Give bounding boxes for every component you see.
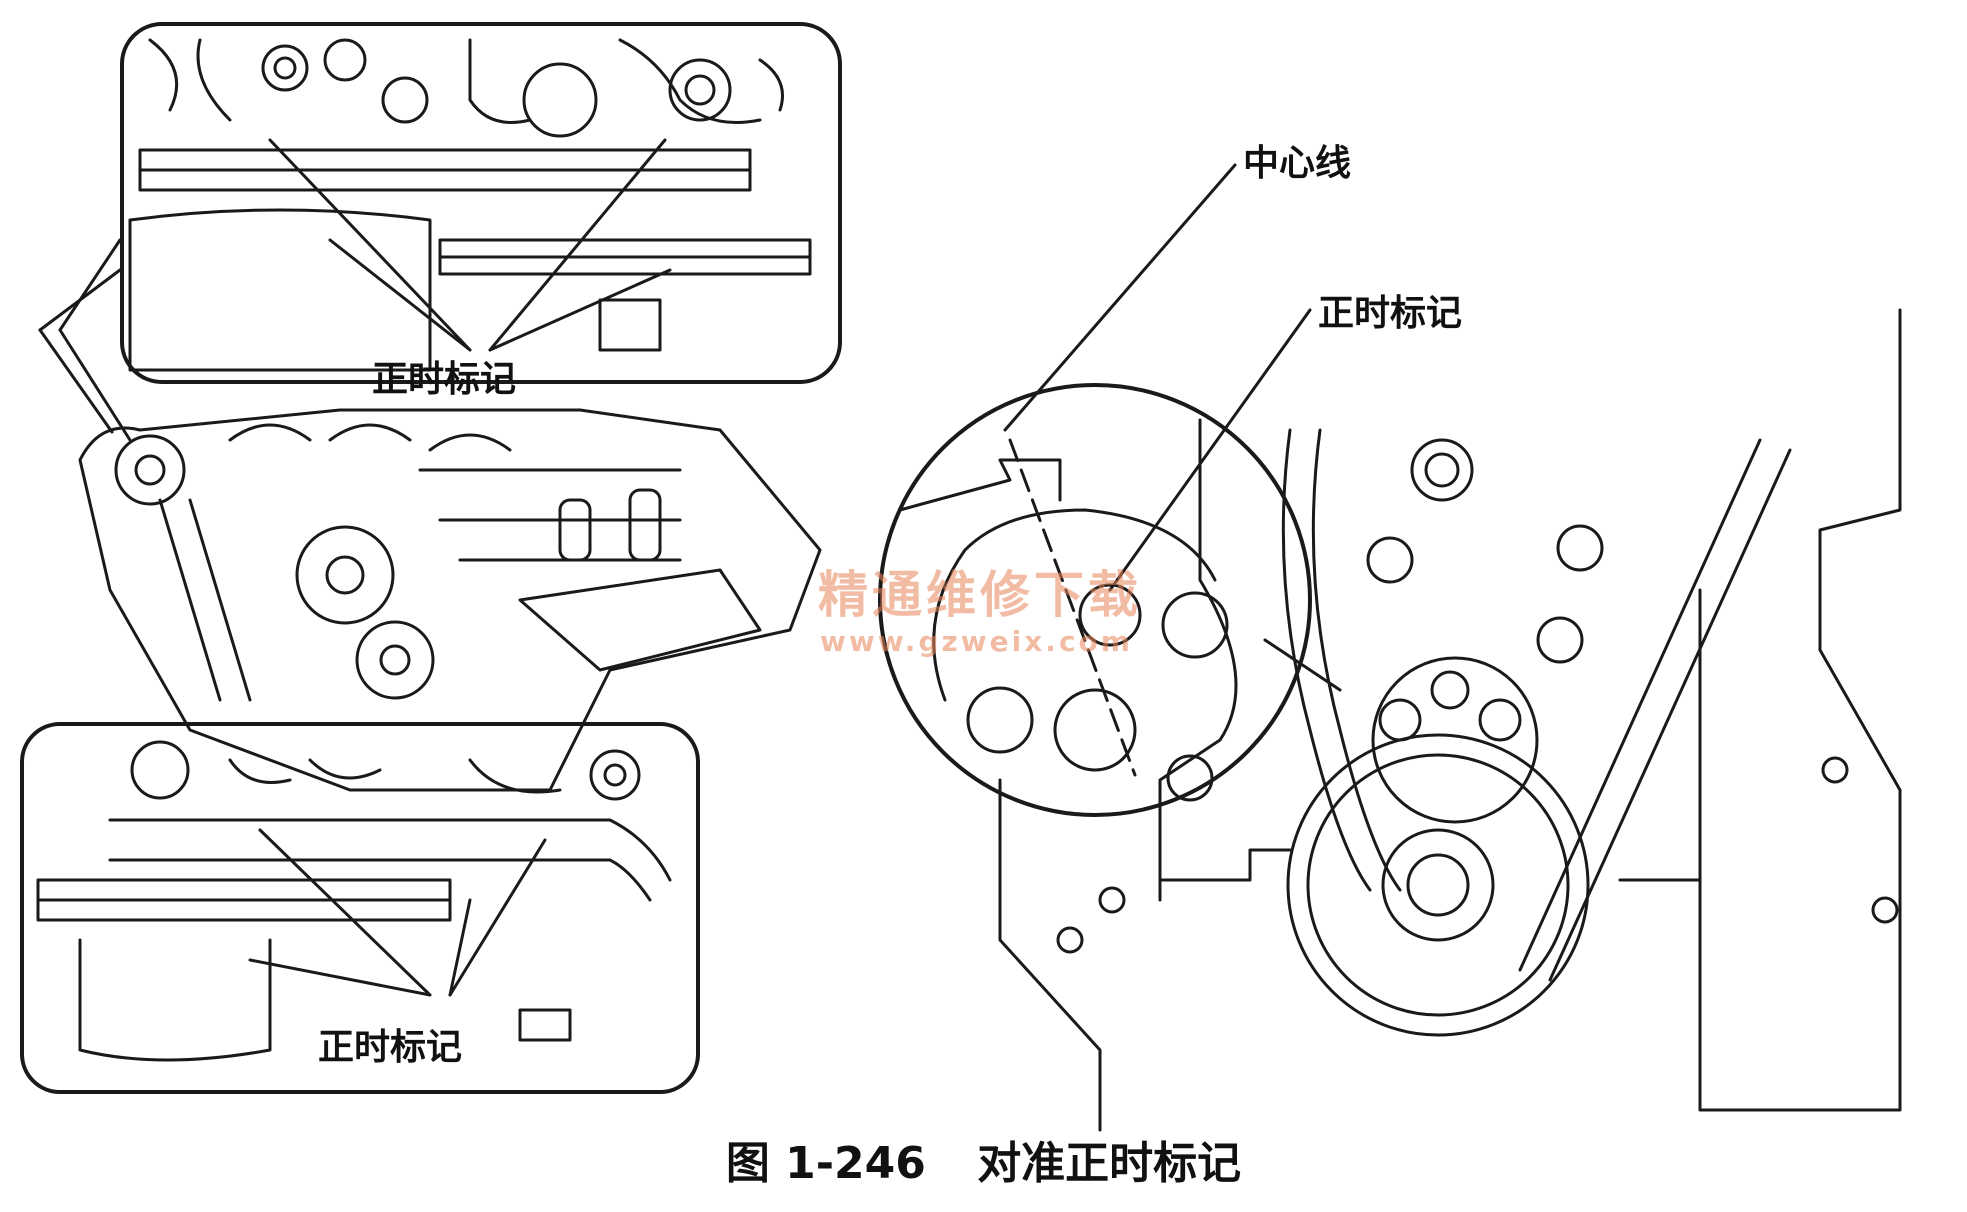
figure-number: 图 1-246 bbox=[725, 1138, 926, 1189]
timing-mark-label-right: 正时标记 bbox=[1318, 293, 1463, 334]
top-inset-panel bbox=[120, 22, 842, 384]
bottom-inset-panel bbox=[20, 722, 700, 1094]
right-timing-assembly bbox=[878, 163, 1902, 1132]
timing-mark-label-bottom: 正时标记 bbox=[318, 1027, 463, 1068]
timing-mark-label-top: 正时标记 bbox=[372, 359, 517, 400]
watermark-title: 精通维修下载 bbox=[818, 566, 1142, 624]
engine-body bbox=[78, 408, 822, 792]
center-line-label: 中心线 bbox=[1243, 143, 1352, 184]
figure-caption: 图 1-246 对准正时标记 bbox=[0, 1142, 1967, 1186]
watermark-url: www.gzweix.com bbox=[820, 625, 1133, 658]
figure-title: 对准正时标记 bbox=[977, 1138, 1242, 1189]
